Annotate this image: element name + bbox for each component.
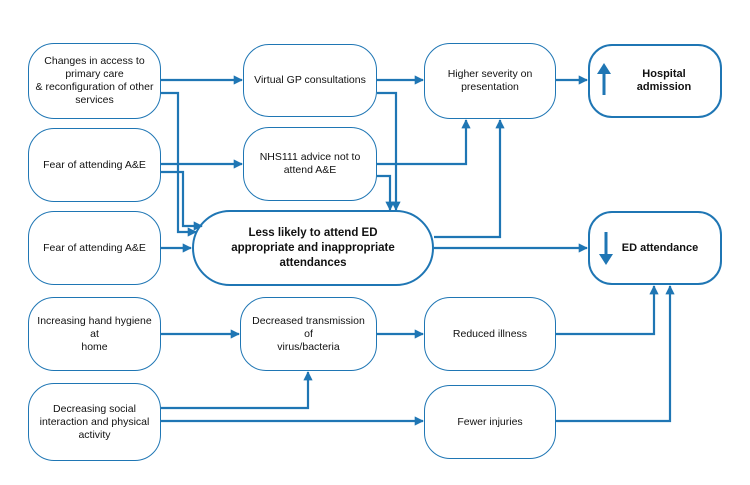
node-fear-ae-2-label: Fear of attending A&E xyxy=(43,241,146,254)
node-ed-attendance: ED attendance xyxy=(588,211,722,285)
edge-virtual-gp-to-less-likely xyxy=(377,91,401,211)
node-changes-access: Changes in access to primary care & reco… xyxy=(28,43,161,119)
node-transmission-label: Decreased transmission of virus/bacteria xyxy=(252,314,365,353)
edge-social-to-transmission xyxy=(161,371,313,410)
edge-changes-to-less-likely xyxy=(161,91,197,237)
node-transmission: Decreased transmission of virus/bacteria xyxy=(240,297,377,371)
node-fear-ae-1-label: Fear of attending A&E xyxy=(43,158,146,171)
node-hospital-admission-label: Hospital admission xyxy=(636,68,692,93)
node-changes-access-label: Changes in access to primary care & reco… xyxy=(35,55,154,106)
node-reduced-illness-label: Reduced illness xyxy=(452,327,528,340)
edge-fewer-injuries-to-ed xyxy=(556,285,675,423)
edge-less-likely-to-higher-severity xyxy=(434,119,505,239)
node-nhs111: NHS111 advice not to attend A&E xyxy=(243,127,377,201)
node-virtual-gp-label: Virtual GP consultations xyxy=(254,74,366,86)
node-fear-ae-2: Fear of attending A&E xyxy=(28,211,161,285)
node-social-label: Decreasing social interaction and physic… xyxy=(39,402,150,441)
edge-nhs111-to-higher-severity xyxy=(377,119,471,166)
node-virtual-gp: Virtual GP consultations xyxy=(243,44,377,117)
edge-fear1-to-less-likely xyxy=(161,170,203,231)
node-less-likely-label: Less likely to attend ED appropriate and… xyxy=(231,226,395,269)
node-nhs111-label: NHS111 advice not to attend A&E xyxy=(259,151,361,176)
node-fear-ae-1: Fear of attending A&E xyxy=(28,128,161,202)
node-fewer-injuries-label: Fewer injuries xyxy=(457,415,523,428)
edge-reduced-illness-to-ed xyxy=(556,285,659,336)
node-reduced-illness: Reduced illness xyxy=(424,297,556,371)
node-less-likely: Less likely to attend ED appropriate and… xyxy=(192,210,434,286)
node-hand-hygiene: Increasing hand hygiene at home xyxy=(28,297,161,371)
node-fewer-injuries: Fewer injuries xyxy=(424,385,556,459)
edge-nhs111-to-less-likely xyxy=(377,174,395,211)
node-higher-severity: Higher severity on presentation xyxy=(424,43,556,119)
node-ed-attendance-label: ED attendance xyxy=(621,241,699,254)
node-social: Decreasing social interaction and physic… xyxy=(28,383,161,461)
node-hospital-admission: Hospital admission xyxy=(588,44,722,118)
arrow-up-icon xyxy=(597,63,611,95)
node-higher-severity-label: Higher severity on presentation xyxy=(447,68,533,93)
node-hand-hygiene-label: Increasing hand hygiene at home xyxy=(37,314,152,353)
arrow-down-icon xyxy=(599,232,613,265)
